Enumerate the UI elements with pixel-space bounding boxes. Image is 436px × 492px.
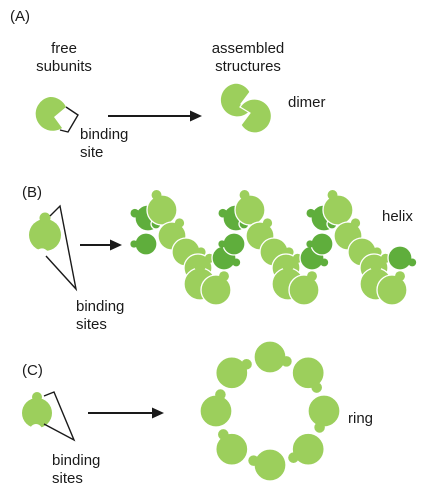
- helix-subunit: [376, 271, 408, 306]
- binding-sites-label-c: binding sites: [52, 452, 101, 487]
- arrow-c: [88, 407, 164, 419]
- free-subunits-label: free subunits: [36, 40, 92, 75]
- dimer-label: dimer: [288, 94, 326, 111]
- helix-subunit: [288, 271, 320, 306]
- assembled-structures-label: assembled structures: [211, 40, 285, 75]
- helix-subunit: [322, 190, 354, 226]
- dimer-structure: [219, 82, 273, 134]
- binding-sites-label-b: binding sites: [76, 298, 125, 333]
- binding-sites-bracket-c: [43, 391, 76, 442]
- panel-c-tag: (C): [22, 362, 43, 379]
- panel-c-graphic: [22, 340, 341, 482]
- free-subunit-c: [22, 392, 52, 430]
- arrow-a: [108, 110, 202, 122]
- ring-subunit: [248, 448, 287, 482]
- helix-subunit: [146, 190, 178, 226]
- helix-subunit: [200, 271, 232, 306]
- ring-label: ring: [348, 410, 374, 427]
- ring-subunit: [215, 429, 249, 466]
- ring-structure: [199, 340, 341, 482]
- helix-subunit: [130, 232, 158, 256]
- panel-b-graphic: [29, 190, 417, 306]
- ring-subunit: [307, 394, 341, 433]
- ring-subunit: [288, 432, 325, 466]
- panel-a-tag: (A): [10, 8, 30, 25]
- helix-subunit: [387, 245, 417, 271]
- binding-sites-bracket-b: [45, 204, 78, 292]
- panel-a-graphic: [35, 82, 273, 134]
- free-subunit-a: [35, 96, 66, 131]
- helix-subunit: [218, 232, 246, 256]
- ring-subunit: [253, 340, 292, 374]
- panel-b-tag: (B): [22, 184, 42, 201]
- ring-subunit: [199, 389, 233, 428]
- ring-subunit: [215, 356, 252, 390]
- arrow-b: [80, 239, 122, 251]
- helix-structure: [130, 190, 417, 306]
- ring-subunit: [291, 356, 325, 393]
- helix-subunit: [234, 190, 266, 226]
- binding-site-label: binding site: [80, 126, 129, 161]
- free-subunit-b: [29, 212, 61, 254]
- helix-label: helix: [382, 208, 413, 225]
- helix-subunit: [306, 232, 334, 256]
- binding-site-bracket-a: [59, 106, 79, 133]
